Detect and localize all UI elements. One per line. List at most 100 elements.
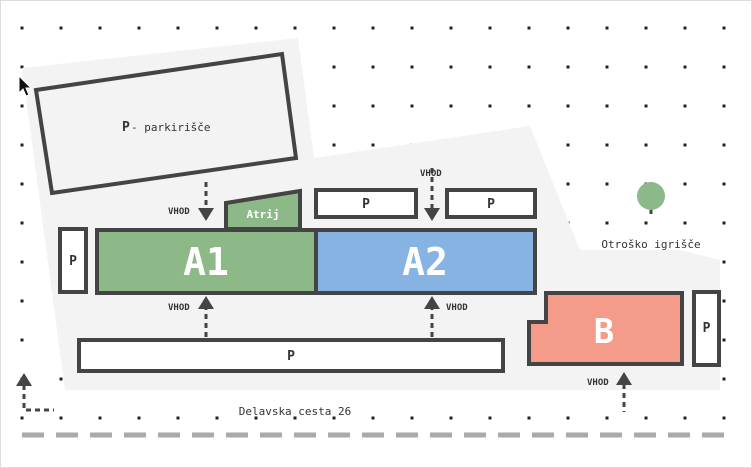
grid-dot (722, 221, 726, 225)
grid-dot (566, 143, 570, 147)
grid-dot (59, 416, 63, 420)
grid-dot (605, 143, 609, 147)
grid-dot (59, 377, 63, 381)
grid-dot (683, 65, 687, 69)
grid-dot (644, 65, 648, 69)
grid-dot (215, 26, 219, 30)
grid-dot (254, 26, 258, 30)
entrance-label-a2-top: VHOD (420, 169, 442, 179)
entrance-arrow-heads (16, 208, 632, 386)
grid-dot (20, 299, 24, 303)
grid-dot (683, 143, 687, 147)
parking-lot-top-left-shape (314, 188, 418, 219)
grid-dot (722, 299, 726, 303)
grid-dot (293, 26, 297, 30)
grid-dot (332, 416, 336, 420)
grid-dot (20, 104, 24, 108)
cursor-arrow-icon (18, 74, 33, 97)
grid-dot (293, 416, 297, 420)
arrow-up-icon (16, 373, 32, 386)
entrance-arrows-shafts (22, 168, 626, 412)
grid-dot (605, 65, 609, 69)
parking-lot-main-desc: - parkirišče (131, 121, 210, 134)
arrow-up-icon (424, 296, 440, 309)
grid-dot (527, 104, 531, 108)
grid-dot (20, 182, 24, 186)
grid-dot (410, 104, 414, 108)
parking-lot-top-left[interactable]: P (314, 188, 418, 219)
parking-lot-left[interactable]: P (58, 227, 88, 294)
grid-dot (449, 416, 453, 420)
grid-dot (527, 26, 531, 30)
grid-dot (488, 65, 492, 69)
tree-icon (637, 182, 665, 210)
grid-dot (371, 26, 375, 30)
grid-dot (605, 104, 609, 108)
parking-lot-bottom-shape (77, 338, 505, 373)
grid-dot (449, 104, 453, 108)
grid-dot (722, 260, 726, 264)
parking-lot-top-right[interactable]: P (445, 188, 537, 219)
grid-dot (566, 182, 570, 186)
grid-dot (566, 26, 570, 30)
grid-dot (137, 26, 141, 30)
grid-dot (722, 182, 726, 186)
grid-dot (566, 65, 570, 69)
parking-lot-right-shape (692, 290, 721, 367)
grid-dot (410, 26, 414, 30)
grid-dot (527, 65, 531, 69)
grid-dot (605, 26, 609, 30)
parking-lot-right[interactable]: P (692, 290, 721, 367)
parking-lot-main[interactable]: P - parkirišče (33, 51, 299, 196)
building-a2[interactable]: A2 (314, 228, 537, 295)
parking-lot-bottom[interactable]: P (77, 338, 505, 373)
grid-dot (566, 416, 570, 420)
grid-dot (410, 65, 414, 69)
parking-lot-bottom-label: P (287, 349, 295, 364)
grid-dot (722, 338, 726, 342)
grid-dot (722, 377, 726, 381)
grid-dot (20, 260, 24, 264)
grid-dot (683, 416, 687, 420)
grid-dot (683, 26, 687, 30)
grid-dot (722, 143, 726, 147)
grid-dot (722, 26, 726, 30)
grid-dot (371, 65, 375, 69)
grid-dot (371, 143, 375, 147)
entrance-label-a1-bottom: VHOD (168, 303, 190, 313)
entrance-label-a1-top: VHOD (168, 207, 190, 217)
entrance-label-b: VHOD (587, 378, 609, 388)
parking-lot-left-shape (58, 227, 88, 294)
parking-lot-top-left-label: P (362, 197, 370, 212)
grid-dot (683, 104, 687, 108)
grid-dot (683, 182, 687, 186)
parking-lot-top-right-shape (445, 188, 537, 219)
playground[interactable]: Otroško igrišče (601, 182, 701, 251)
parking-lot-main-letter: P (122, 120, 130, 135)
grid-dot (20, 143, 24, 147)
grid-dot (20, 338, 24, 342)
grid-dot (449, 65, 453, 69)
building-b-shape (527, 291, 684, 366)
arrow-down-icon (198, 208, 214, 221)
building-b[interactable]: B (527, 291, 684, 366)
grid-dot (722, 65, 726, 69)
grid-dot (644, 143, 648, 147)
grid-dot (449, 26, 453, 30)
grid-dot (176, 416, 180, 420)
grid-dot (98, 416, 102, 420)
grid-dot (722, 104, 726, 108)
building-a2-label: A2 (402, 240, 448, 284)
street-label: Delavska cesta 26 (239, 405, 352, 418)
grid-dot (20, 26, 24, 30)
grid-dot (644, 221, 648, 225)
grid-dot (488, 416, 492, 420)
grid-dot (332, 104, 336, 108)
building-a1[interactable]: A1 (95, 228, 318, 295)
arrow-down-icon (424, 208, 440, 221)
grid-dot (371, 416, 375, 420)
grid-dot (20, 221, 24, 225)
grid-dot (59, 26, 63, 30)
grid-dot (254, 416, 258, 420)
